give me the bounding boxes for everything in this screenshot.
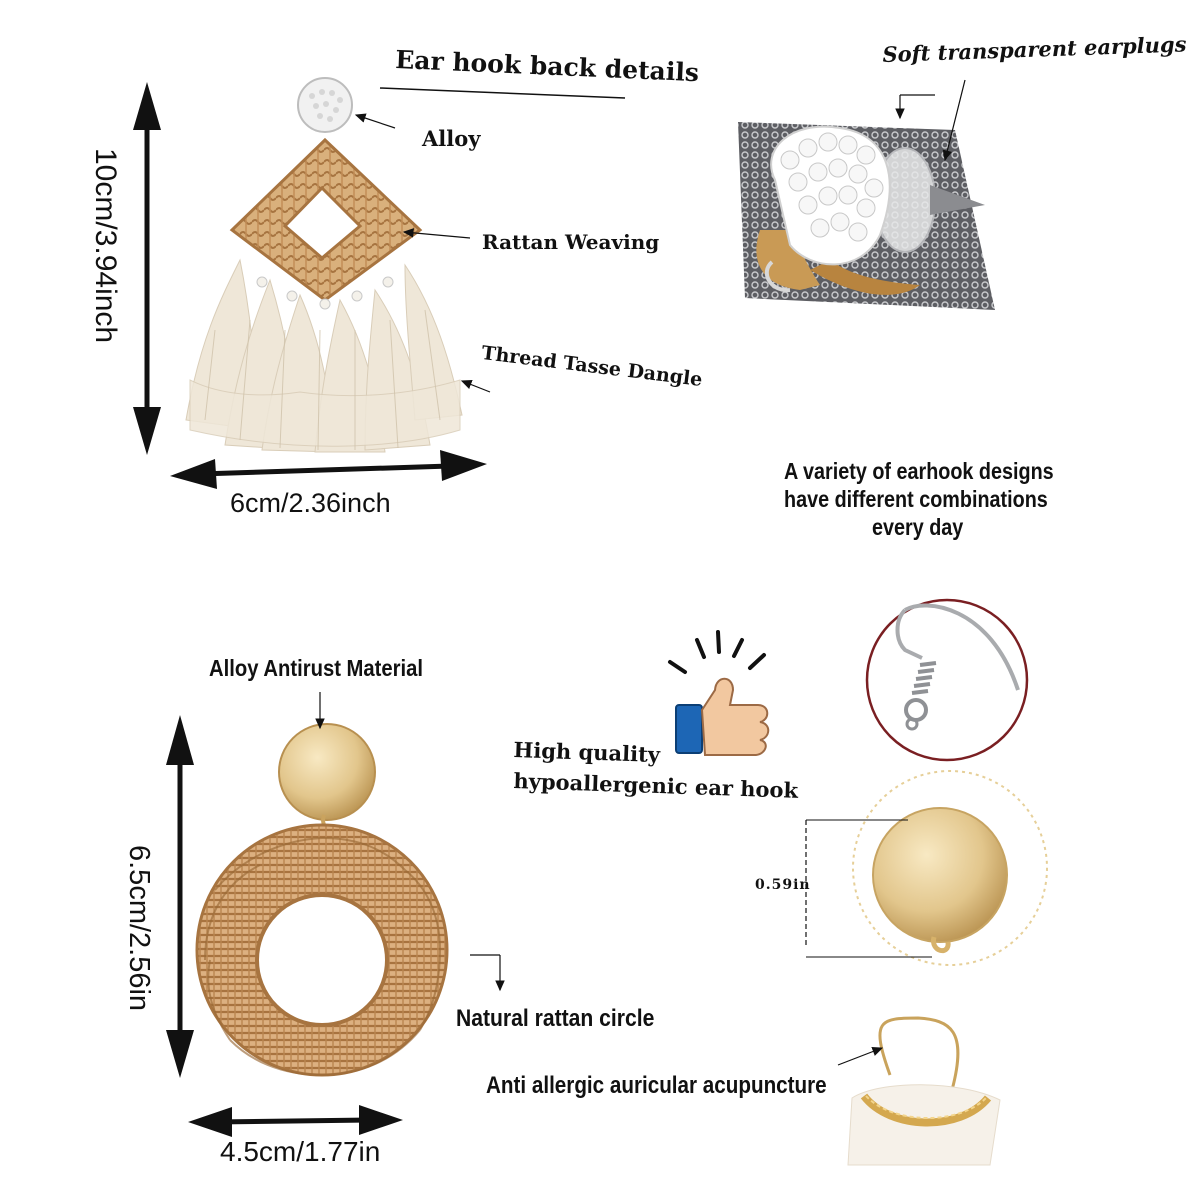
variety-line-1: A variety of earhook designs [784, 458, 1054, 484]
height-arrow-top [133, 82, 161, 455]
height-bottom-label: 6.5cm/2.56in [123, 845, 155, 1012]
tassel-strands [204, 309, 441, 451]
alloy-stud [297, 77, 353, 133]
width-top-label: 6cm/2.36inch [230, 488, 391, 518]
top-left-pointers [354, 113, 491, 393]
ear-hook-underline [379, 87, 626, 99]
thumbs-up-icon [668, 630, 770, 756]
variety-line-3: every day [872, 514, 964, 540]
width-arrow-bottom [188, 1105, 403, 1137]
height-top-label: 10cm/3.94inch [89, 148, 122, 344]
ear-hook-icon [865, 598, 1029, 762]
gold-disc-detail [805, 770, 1048, 966]
height-arrow-bottom [166, 715, 194, 1078]
alloy-label: Alloy [422, 126, 481, 151]
hq-line-1: High quality [513, 737, 661, 768]
gold-disc-stud [278, 723, 376, 832]
variety-line-2: have different combinations [784, 486, 1048, 512]
tassel-caps [256, 276, 394, 310]
disc-size-label: 0.59in [755, 877, 811, 893]
rattan-weaving-label: Rattan Weaving [482, 230, 660, 254]
natural-rattan-label: Natural rattan circle [456, 1005, 655, 1032]
alloy-antirust-label: Alloy Antirust Material [209, 655, 424, 681]
earplug-photo [738, 122, 995, 310]
u-hook-earring [847, 1016, 1001, 1166]
width-bottom-label: 4.5cm/1.77in [220, 1136, 381, 1167]
width-arrow-top [170, 450, 487, 489]
bottom-left-pointers [315, 692, 505, 992]
anti-allergic-pointer [837, 1046, 884, 1066]
anti-allergic-label: Anti allergic auricular acupuncture [486, 1072, 827, 1099]
earplug-pointers [895, 79, 966, 162]
rattan-circle [195, 823, 449, 1077]
rattan-diamond [229, 137, 423, 302]
